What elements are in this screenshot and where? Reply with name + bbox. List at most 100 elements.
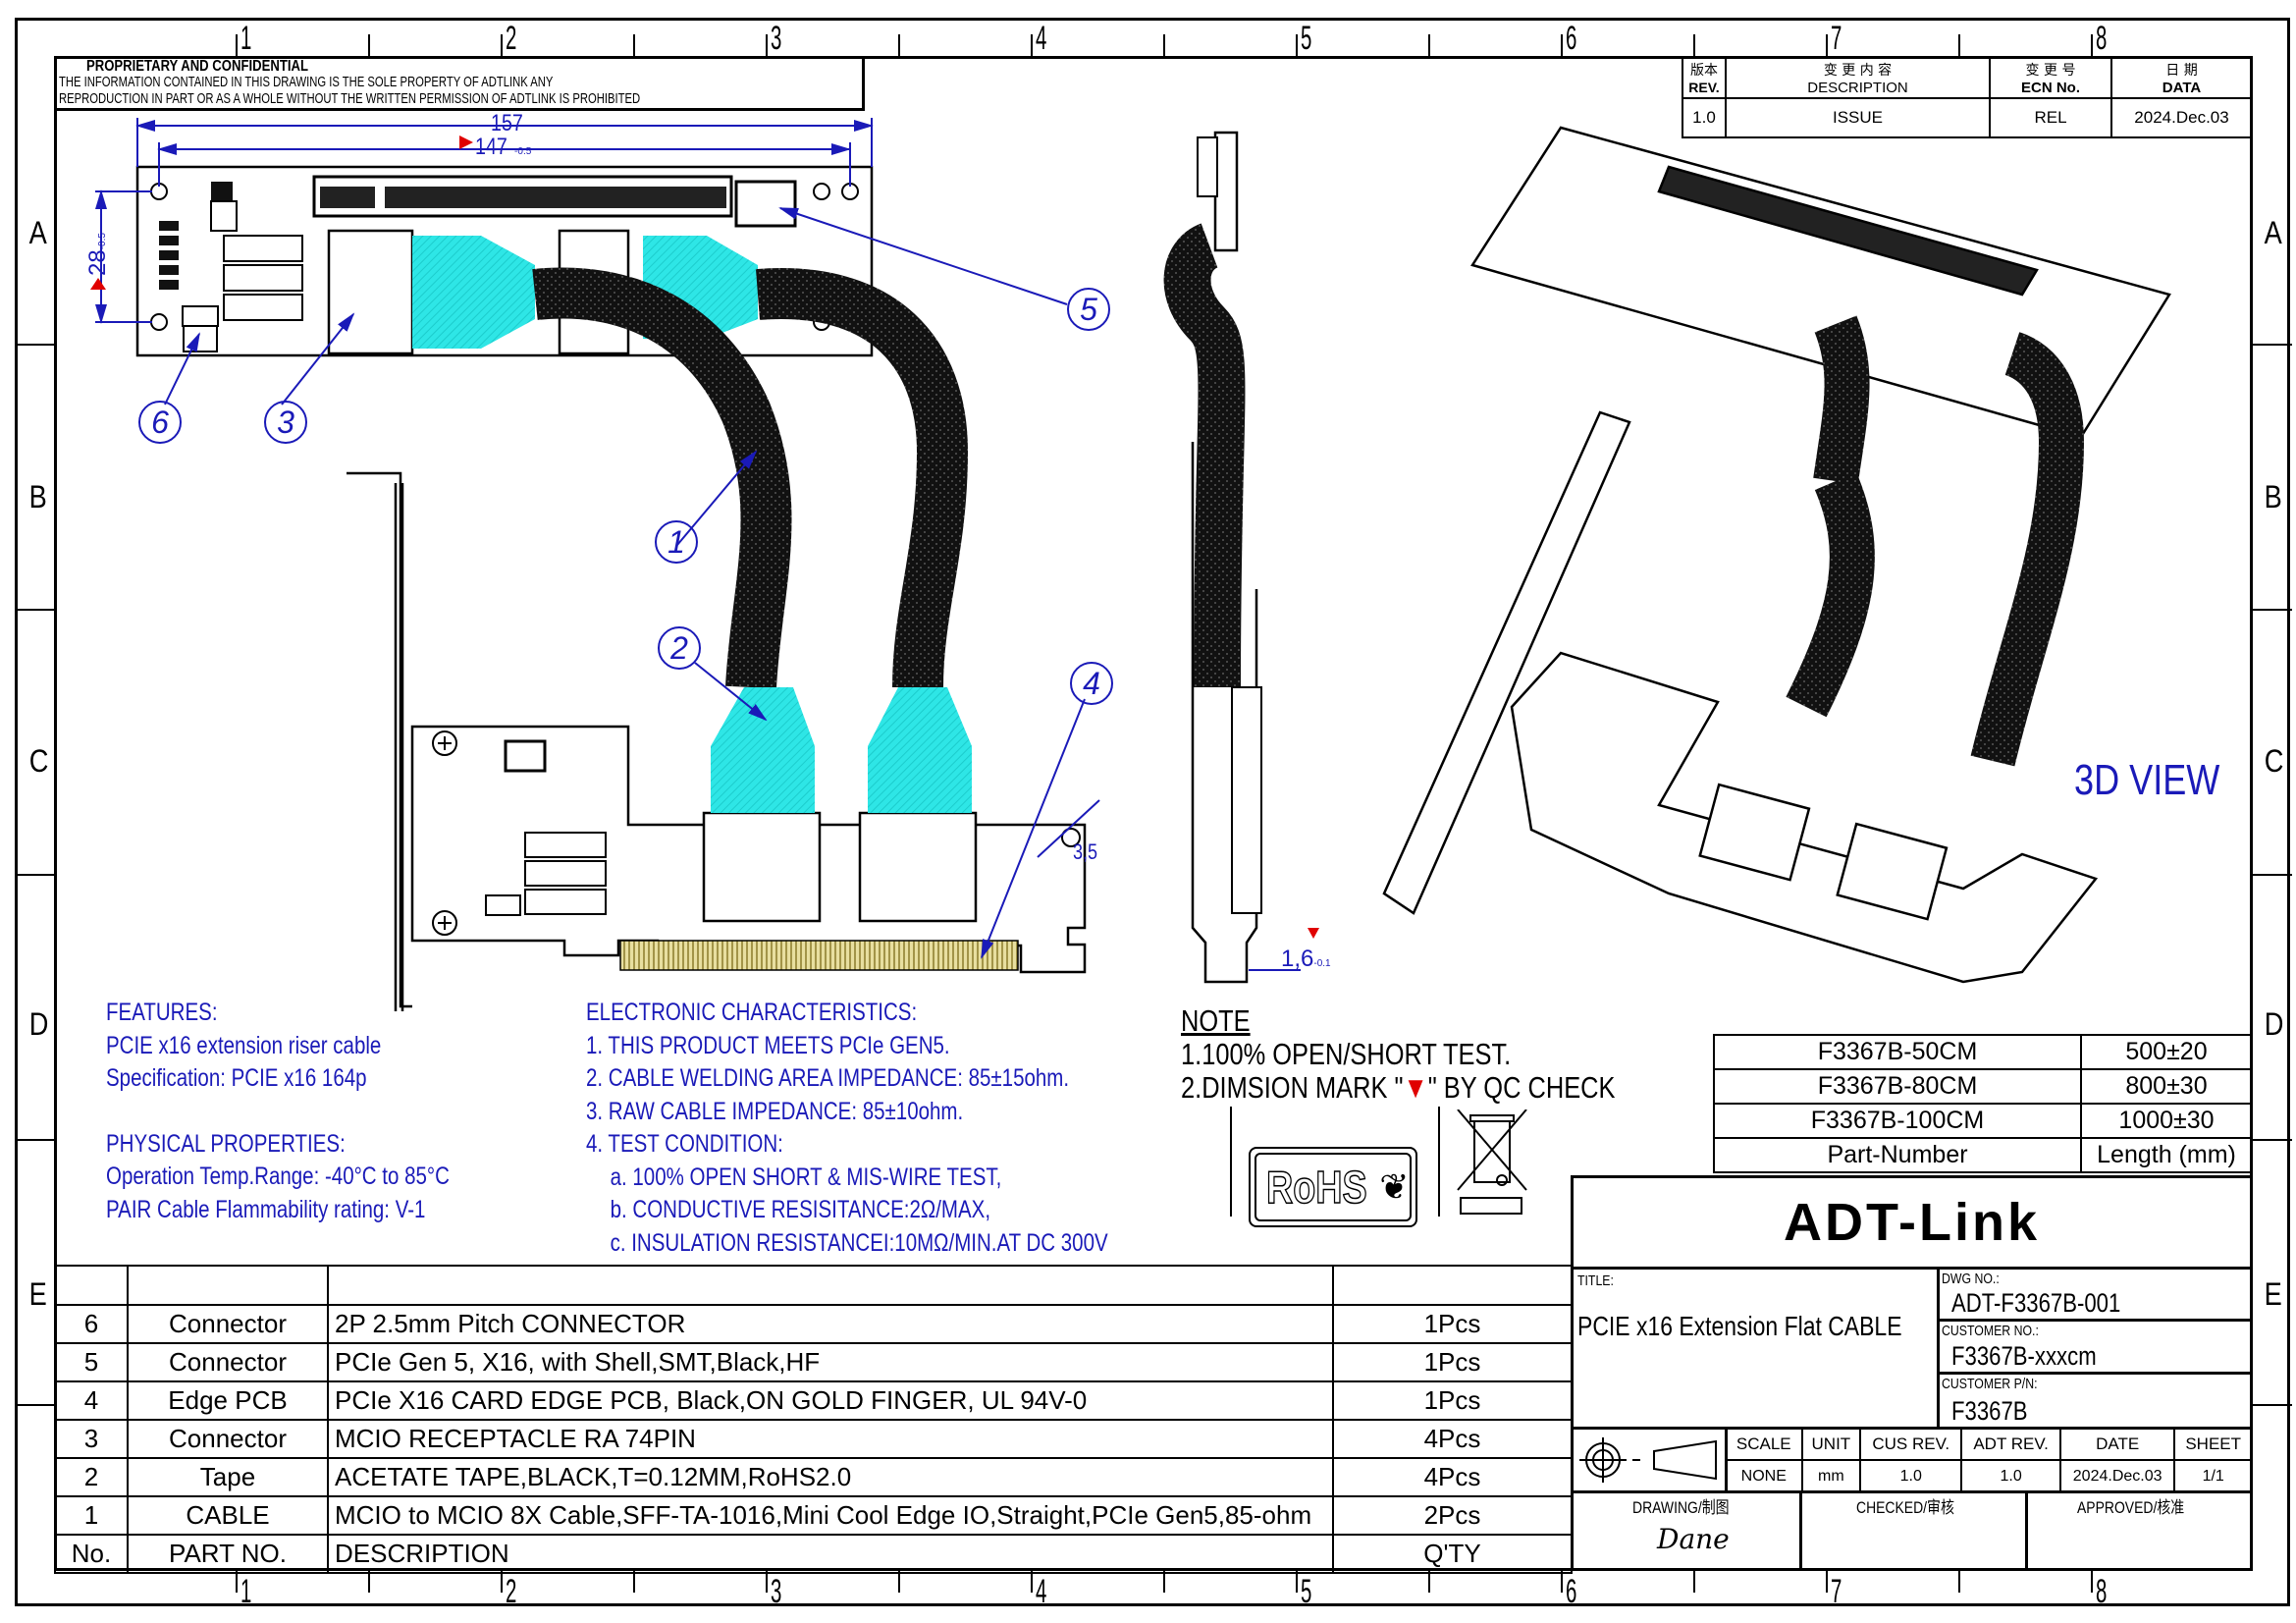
- bom-cell-desc: MCIO to MCIO 8X Cable,SFF-TA-1016,Mini C…: [327, 1495, 1334, 1536]
- note-line-2: 2.DIMSION MARK "▼" BY QC CHECK: [1181, 1070, 1616, 1105]
- zone-column-7: 7: [1831, 1573, 1842, 1610]
- zone-row-C: C: [28, 743, 49, 779]
- qc-mark-147: [459, 135, 473, 149]
- balloon-2: 2: [658, 626, 701, 670]
- zone-divider: [1693, 34, 1695, 56]
- zone-divider: [15, 874, 54, 876]
- zone-divider: [15, 609, 54, 611]
- zone-row-B: B: [2264, 479, 2282, 514]
- zone-column-5: 5: [1301, 1573, 1312, 1610]
- bom-cell-desc: 2P 2.5mm Pitch CONNECTOR: [327, 1304, 1334, 1344]
- electronic-block: ELECTRONIC CHARACTERISTICS: 1. THIS PROD…: [586, 997, 1108, 1260]
- electronic-subitem: a. 100% OPEN SHORT & MIS-WIRE TEST,: [610, 1163, 1002, 1191]
- bom-cell-no: 3: [54, 1419, 129, 1459]
- zone-column-5: 5: [1301, 20, 1312, 57]
- zone-row-B: B: [28, 479, 47, 514]
- features-item: Specification: PCIE x16 164p: [106, 1064, 367, 1092]
- approved-sign-cell: APPROVED/核准: [2025, 1490, 2253, 1571]
- proprietary-line-1: THE INFORMATION CONTAINED IN THIS DRAWIN…: [59, 74, 554, 90]
- note-line-1: 1.100% OPEN/SHORT TEST.: [1181, 1037, 1512, 1071]
- rev-ecn: REL: [1989, 97, 2112, 138]
- proprietary-line-2: REPRODUCTION IN PART OR AS A WHOLE WITHO…: [59, 90, 641, 107]
- bom-cell-part: Connector: [127, 1304, 329, 1344]
- proprietary-notice: PROPRIETARY AND CONFIDENTIAL THE INFORMA…: [54, 56, 865, 111]
- zone-divider: [1693, 1571, 1695, 1593]
- info-header: UNIT: [1800, 1427, 1862, 1461]
- zone-divider: [1428, 34, 1430, 56]
- title-label: TITLE:: [1577, 1272, 1614, 1289]
- zone-tick: [2091, 1571, 2093, 1593]
- zone-tick: [501, 1571, 503, 1593]
- electronic-heading: ELECTRONIC CHARACTERISTICS:: [586, 999, 918, 1026]
- info-value: NONE: [1725, 1459, 1803, 1493]
- dim-bracket-thickness: 1,6-0.1: [1281, 946, 1331, 972]
- balloon-1: 1: [655, 520, 698, 564]
- leaf-icon: ❦: [1379, 1166, 1410, 1207]
- dim-overall-width: 157: [491, 110, 523, 136]
- zone-tick: [1296, 1571, 1298, 1593]
- zone-divider: [2253, 874, 2292, 876]
- features-block: FEATURES: PCIE x16 extension riser cable…: [106, 997, 450, 1226]
- bom-cell-qty: 1Pcs: [1332, 1342, 1573, 1382]
- weee-bin-icon: [1457, 1109, 1527, 1215]
- riser-pcb-top-view: [135, 165, 874, 357]
- zone-divider: [898, 34, 900, 56]
- info-header: SHEET: [2173, 1427, 2253, 1461]
- dwg-no-cell: DWG NO.: ADT-F3367B-001: [1937, 1267, 2253, 1322]
- balloon-6: 6: [138, 401, 182, 444]
- zone-divider: [1163, 34, 1165, 56]
- zone-divider: [2253, 1139, 2292, 1141]
- zone-tick: [501, 34, 503, 56]
- customer-pn: F3367B: [1951, 1396, 2028, 1426]
- rev-header-description: 变 更 内 容 DESCRIPTION: [1725, 56, 1991, 99]
- electronic-item: 4. TEST CONDITION:: [586, 1130, 783, 1158]
- edge-pcb-front-view: [410, 687, 1087, 974]
- bom-cell-no: 6: [54, 1304, 129, 1344]
- zone-column-1: 1: [240, 20, 252, 57]
- zone-row-C: C: [2264, 743, 2284, 779]
- zone-row-D: D: [2264, 1006, 2284, 1042]
- dim-hole-pitch: 147-0.5: [475, 134, 532, 160]
- electronic-item: 3. RAW CABLE IMPEDANCE: 85±10ohm.: [586, 1097, 964, 1125]
- zone-row-E: E: [2264, 1276, 2282, 1312]
- zone-column-4: 4: [1036, 1573, 1047, 1610]
- rev-date: 2024.Dec.03: [2110, 97, 2253, 138]
- iso-3d-view: [1382, 126, 2171, 984]
- bom-cell-desc: PCIe Gen 5, X16, with Shell,SMT,Black,HF: [327, 1342, 1334, 1382]
- zone-divider: [2253, 1404, 2292, 1406]
- zone-divider: [1958, 1571, 1960, 1593]
- zone-divider: [633, 34, 635, 56]
- zone-column-8: 8: [2096, 20, 2108, 57]
- zone-tick: [766, 1571, 768, 1593]
- zone-divider: [1163, 1571, 1165, 1593]
- dwg-no: ADT-F3367B-001: [1951, 1288, 2121, 1318]
- info-header: DATE: [2058, 1427, 2176, 1461]
- zone-row-E: E: [28, 1276, 47, 1312]
- zone-divider: [1428, 1571, 1430, 1593]
- zone-row-A: A: [2264, 215, 2282, 250]
- bom-header: No. PART NO. DESCRIPTION Q'TY: [54, 1534, 1573, 1574]
- physical-item: PAIR Cable Flammability rating: V-1: [106, 1195, 426, 1223]
- features-item: PCIE x16 extension riser cable: [106, 1031, 382, 1059]
- electronic-subitem: b. CONDUCTIVE RESISITANCE:2Ω/MAX,: [610, 1196, 991, 1223]
- zone-divider: [368, 34, 370, 56]
- zone-column-3: 3: [771, 1573, 782, 1610]
- zone-column-2: 2: [506, 20, 517, 57]
- zone-tick: [766, 34, 768, 56]
- info-value: mm: [1800, 1459, 1862, 1493]
- zone-column-3: 3: [771, 20, 782, 57]
- zone-divider: [633, 1571, 635, 1593]
- info-header: SCALE: [1725, 1427, 1803, 1461]
- bom-cell-qty: 4Pcs: [1332, 1419, 1573, 1459]
